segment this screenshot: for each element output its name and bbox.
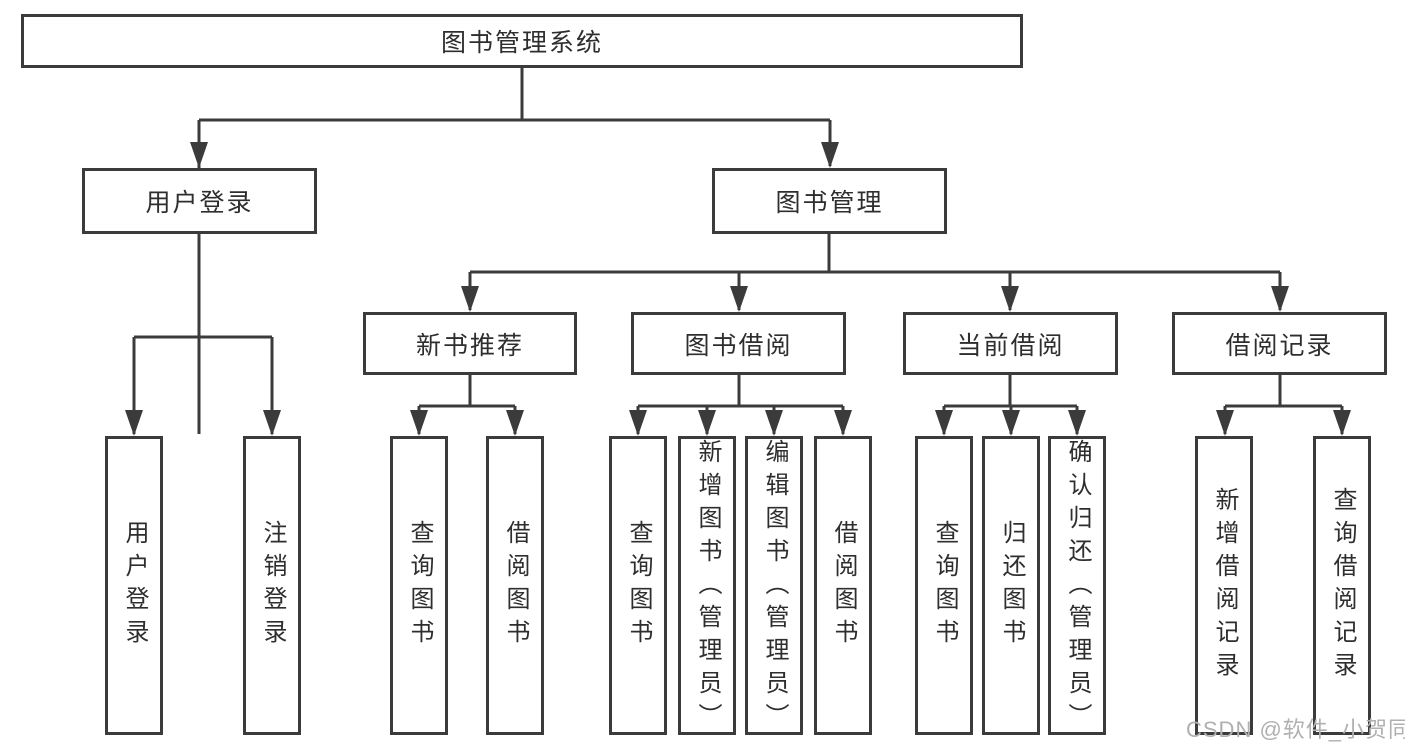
node-new-book-recommendation: 新书推荐 <box>363 312 577 375</box>
node-borrowing-records: 借阅记录 <box>1172 312 1387 375</box>
leaf-query-books: 查询图书 <box>390 436 448 735</box>
arrowheads <box>125 142 1351 436</box>
leaf-borrow-books: 借阅图书 <box>486 436 544 735</box>
leaf-add-books-admin: 新增图书（管理员） <box>678 436 736 736</box>
leaf-query-books-2: 查询图书 <box>609 436 667 735</box>
node-library-management-system: 图书管理系统 <box>21 14 1023 68</box>
node-user-login: 用户登录 <box>82 168 317 234</box>
leaf-user-login: 用户登录 <box>105 436 163 735</box>
leaf-return-books: 归还图书 <box>982 436 1040 735</box>
leaf-edit-books-admin: 编辑图书（管理员） <box>745 436 803 736</box>
leaf-add-borrow-record: 新增借阅记录 <box>1195 436 1253 735</box>
node-current-borrowing: 当前借阅 <box>903 312 1118 375</box>
node-book-management: 图书管理 <box>712 168 947 234</box>
leaf-query-borrow-record: 查询借阅记录 <box>1313 436 1371 735</box>
leaf-query-books-3: 查询图书 <box>915 436 973 735</box>
watermark-csdn: CSDN @软件_小贺同学 <box>1186 717 1405 742</box>
leaf-logout: 注销登录 <box>243 436 301 735</box>
connector-lines <box>132 68 1344 434</box>
leaf-borrow-books-2: 借阅图书 <box>814 436 872 735</box>
leaf-confirm-return-admin: 确认归还（管理员） <box>1048 436 1106 736</box>
node-book-borrowing: 图书借阅 <box>631 312 846 375</box>
